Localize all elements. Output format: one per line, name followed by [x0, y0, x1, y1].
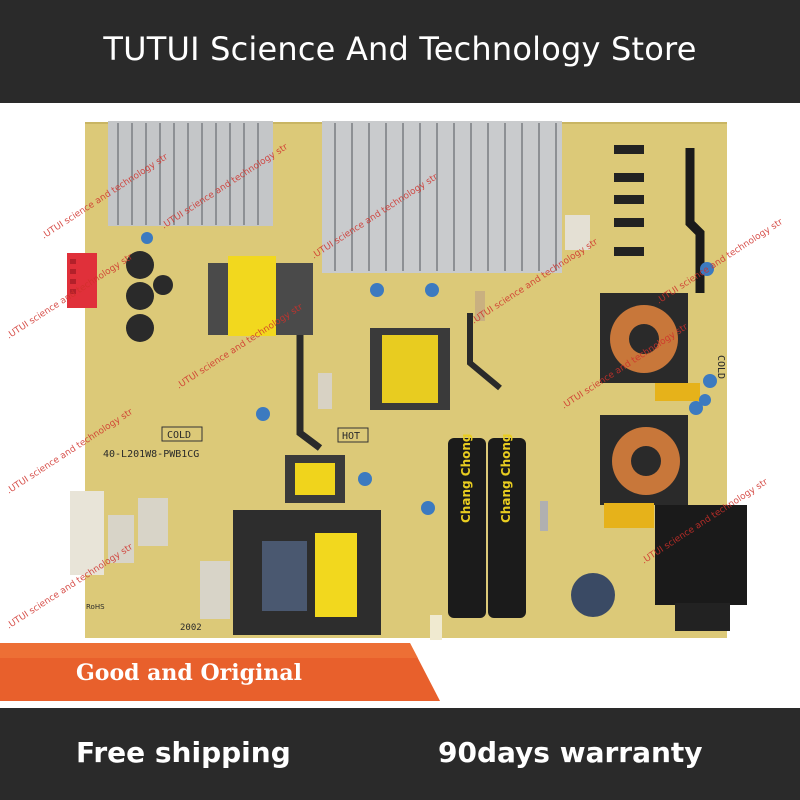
- capacitor-brand: Chang Chong: [499, 434, 513, 523]
- capacitor-brand: Chang Chong: [459, 434, 473, 523]
- heatsink-center: [322, 121, 562, 273]
- connector-white: [70, 491, 104, 575]
- product-photo: Chang Chong Chang Chong 40-L201W8-PWB1: [0, 103, 800, 643]
- capacitor: [126, 282, 154, 310]
- board-year-label: 2002: [180, 623, 202, 633]
- capacitor-large: [488, 438, 526, 618]
- cold-label-right: COLD: [715, 355, 726, 379]
- capacitor: [126, 251, 154, 279]
- x-capacitor: [604, 503, 654, 528]
- store-header: TUTUI Science And Technology Store: [0, 0, 800, 103]
- capacitor-large: [448, 438, 486, 618]
- rohs-label: RoHS: [86, 603, 105, 611]
- store-title: TUTUI Science And Technology Store: [103, 30, 697, 68]
- board-model-silkscreen: 40-L201W8-PWB1CG: [103, 449, 199, 460]
- power-board-illustration: Chang Chong Chang Chong 40-L201W8-PWB1: [67, 121, 747, 640]
- banner-text: Good and Original: [76, 660, 302, 686]
- heatsink-left: [108, 121, 273, 226]
- varistor: [571, 573, 615, 617]
- banner-bar: [0, 643, 440, 701]
- footer-bar: [0, 708, 800, 800]
- hot-label: HOT: [342, 431, 360, 442]
- ac-inlet: [655, 505, 747, 605]
- warranty-text: 90days warranty: [438, 736, 703, 769]
- capacitor: [126, 314, 154, 342]
- cold-label: COLD: [167, 430, 191, 441]
- free-shipping-text: Free shipping: [76, 736, 291, 769]
